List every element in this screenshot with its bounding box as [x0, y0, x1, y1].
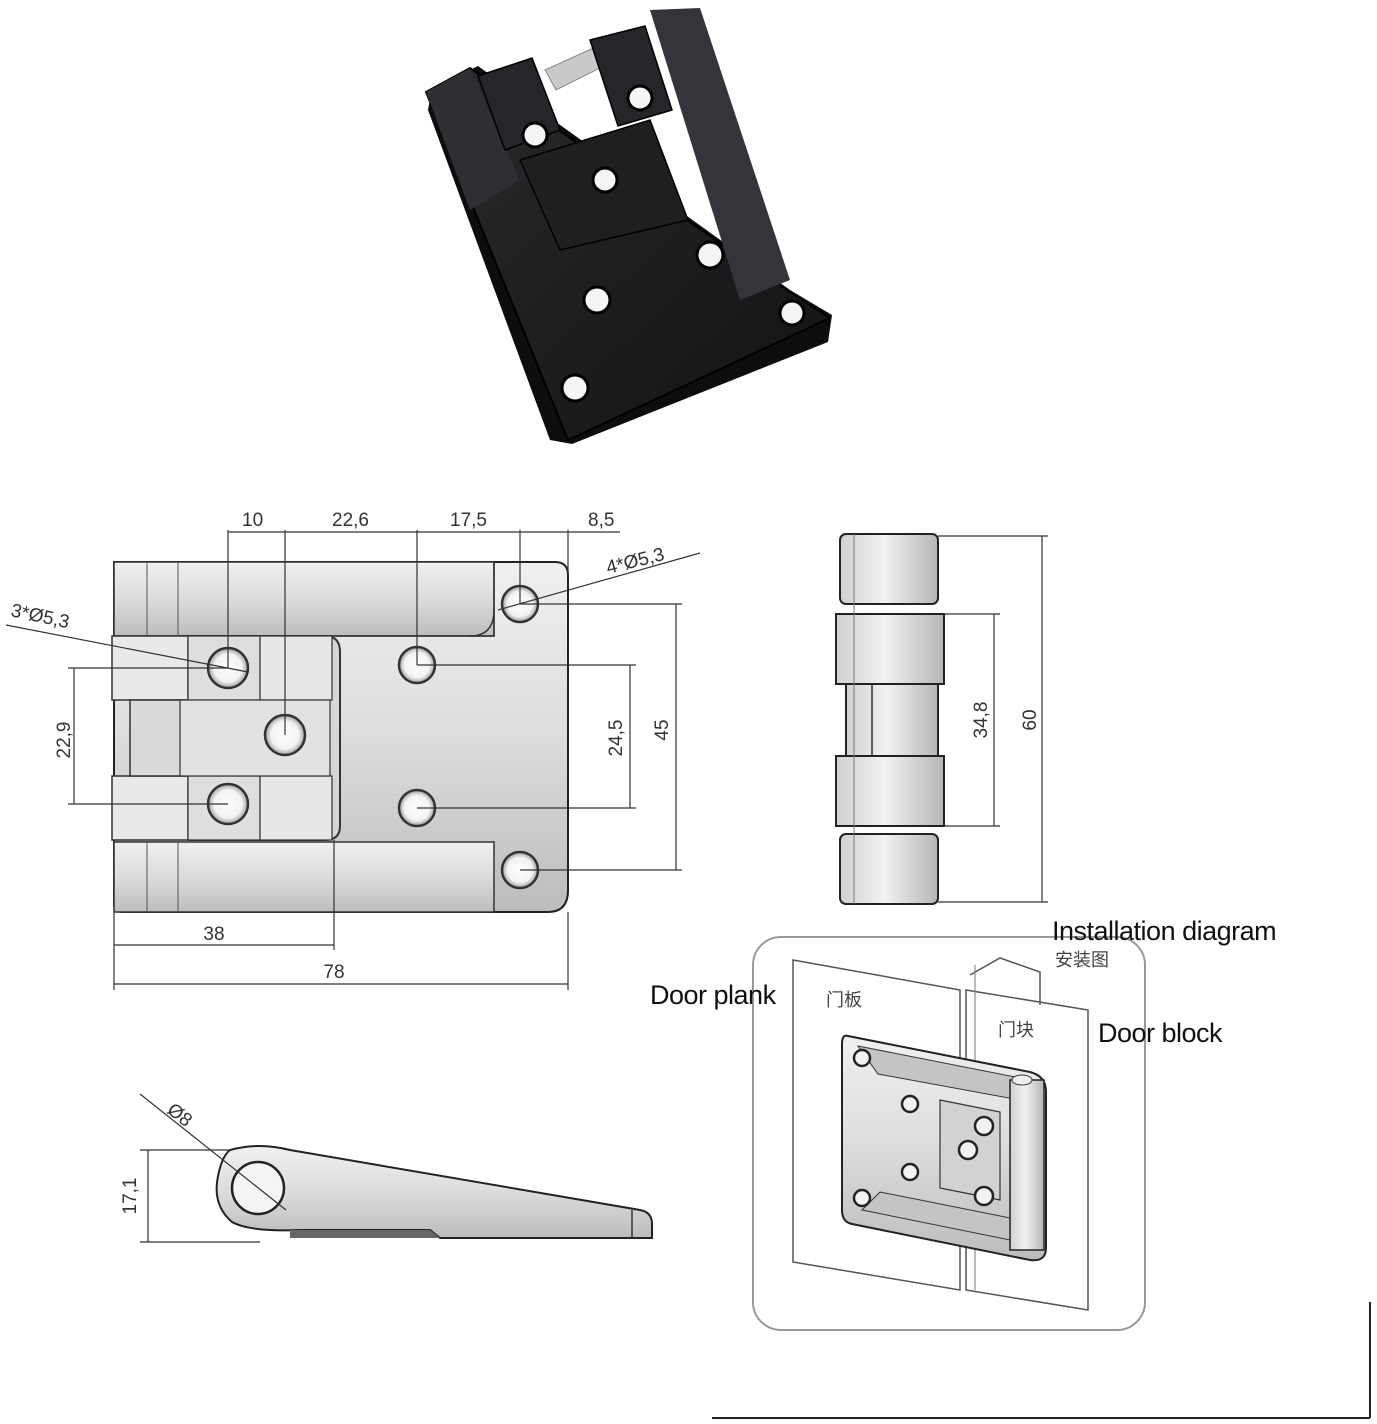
dim-height: 17,1 [120, 1178, 141, 1215]
photo-hole [626, 84, 654, 112]
dim-right-outer: 45 [652, 719, 673, 740]
installation-title-en: Installation diagram [1052, 916, 1276, 946]
door-block-label-en: Door block [1098, 1018, 1223, 1048]
photo-hole [521, 121, 549, 149]
dim-top-2: 22,6 [332, 510, 369, 531]
dim-hole-large: 4*Ø5,3 [604, 544, 666, 579]
install-hole [973, 1185, 995, 1207]
dim-top-3: 17,5 [450, 510, 487, 531]
dim-side-outer: 60 [1020, 709, 1041, 730]
installation-diagram: Installation diagram 安装图 Door plank 门板 D… [650, 916, 1277, 1331]
profile-view: Ø8 17,1 [120, 1093, 653, 1243]
dim-hole-small: 3*Ø5,3 [9, 600, 71, 633]
install-hole [852, 1048, 872, 1068]
install-hole [900, 1094, 920, 1114]
installation-frame [752, 936, 1146, 1331]
door-plank-label-cn: 门板 [826, 990, 862, 1011]
dim-side-inner: 34,8 [971, 702, 992, 739]
install-hole [900, 1162, 920, 1182]
dim-left: 22,9 [54, 722, 75, 759]
dim-diameter: Ø8 [163, 1099, 196, 1131]
install-hole [957, 1139, 979, 1161]
photo-hole [695, 240, 725, 270]
dim-top-1: 10 [242, 510, 263, 531]
installation-title-cn: 安装图 [1055, 950, 1109, 971]
side-view: 34,8 60 [835, 533, 1048, 905]
photo-hole [582, 285, 612, 315]
dim-bottom-inner: 38 [203, 924, 224, 945]
door-plank-label-en: Door plank [650, 980, 777, 1010]
photo-hole [591, 166, 619, 194]
door-block-label-cn: 门块 [998, 1020, 1034, 1041]
photo-hole [560, 373, 590, 403]
photo-hole [778, 299, 806, 327]
dim-bottom-outer: 78 [323, 962, 344, 983]
install-hole [973, 1115, 995, 1137]
dim-right-inner: 24,5 [606, 720, 627, 757]
product-photo [424, 8, 833, 444]
front-view: 10 22,6 17,5 8,5 4*Ø5,3 3*Ø5,3 22,9 24,5… [5, 510, 701, 990]
dim-top-4: 8,5 [588, 510, 614, 531]
install-hole [852, 1188, 872, 1208]
